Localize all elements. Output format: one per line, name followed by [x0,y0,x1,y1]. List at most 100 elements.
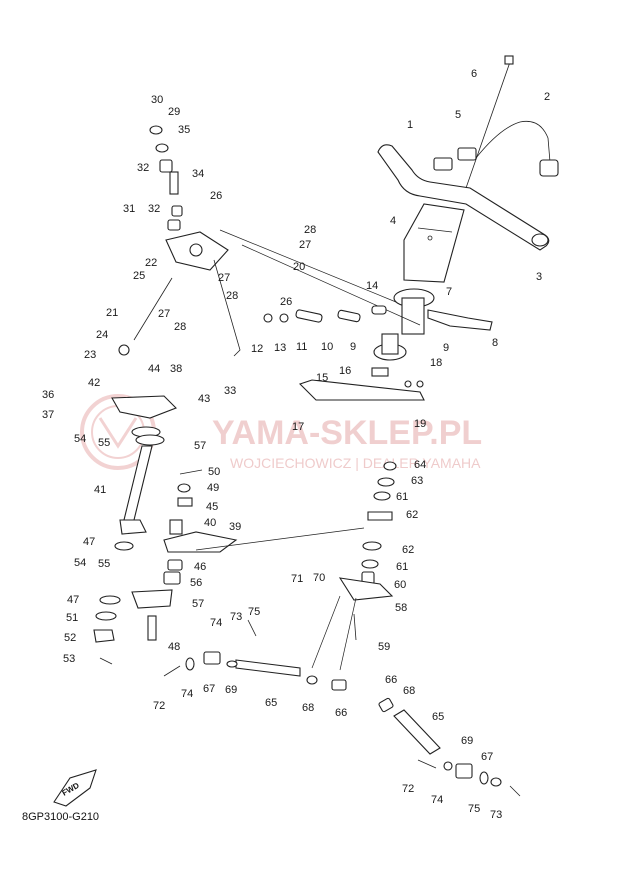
callout: 55 [98,558,110,570]
callout: 38 [170,363,182,375]
tie-rods [163,619,521,797]
callout: 60 [394,579,406,591]
callout: 20 [293,261,305,273]
callout: 14 [366,280,378,292]
callout: 7 [446,286,452,298]
callout: 50 [208,466,220,478]
callout: 59 [378,641,390,653]
callout: 64 [414,459,426,471]
handlebar-assembly [373,55,559,361]
callout: 47 [83,536,95,548]
callout: 27 [158,308,170,320]
callout: 62 [406,509,418,521]
callout: 15 [316,372,328,384]
fwd-arrow-icon: FWD [53,769,97,807]
callout: 69 [225,684,237,696]
callout: 1 [407,119,413,131]
callout: 73 [230,611,242,623]
callout: 18 [430,357,442,369]
callout: 41 [94,484,106,496]
callout: 46 [194,561,206,573]
callout: 54 [74,433,86,445]
callout: 26 [280,296,292,308]
callout: 6 [471,68,477,80]
callout: 5 [455,109,461,121]
callout: 28 [226,290,238,302]
callout: 33 [224,385,236,397]
callout: 57 [192,598,204,610]
diagram-code: 8GP3100-G210 [22,811,99,823]
callout: 28 [174,321,186,333]
callout: 73 [490,809,502,821]
callout: 54 [74,557,86,569]
callout: 72 [153,700,165,712]
callout: 36 [42,389,54,401]
callout: 72 [402,783,414,795]
callout: 32 [148,203,160,215]
callout: 61 [396,561,408,573]
callout: 71 [291,573,303,585]
callout: 74 [431,794,443,806]
callout: 10 [321,341,333,353]
callout: 11 [296,341,307,353]
callout: 56 [190,577,202,589]
callout: 53 [63,653,75,665]
callout: 27 [218,272,230,284]
callout: 75 [248,606,260,618]
callout: 2 [544,91,550,103]
callout: 16 [339,365,351,377]
watermark: YAMA-SKLEP.PL WOJCIECHOWICZ | DEALER YAM… [80,394,482,471]
callout: 13 [274,342,286,354]
callout: 49 [207,482,219,494]
callout: 17 [292,421,304,433]
callout: 66 [385,674,397,686]
callout: 40 [204,517,216,529]
callout: 75 [468,803,480,815]
callout: 23 [84,349,96,361]
callout: 68 [403,685,415,697]
callout: 31 [123,203,135,215]
callout: 3 [536,271,542,283]
callout: 48 [168,641,180,653]
callout: 27 [299,239,311,251]
callout: 32 [137,162,149,174]
callout: 55 [98,437,110,449]
callout: 9 [350,341,356,353]
callout: 42 [88,377,100,389]
callout: 52 [64,632,76,644]
callout: 69 [461,735,473,747]
callout: 68 [302,702,314,714]
callout: 8 [492,337,498,349]
callout: 30 [151,94,163,106]
callout: 45 [206,501,218,513]
callout: 51 [66,612,78,624]
callout: 65 [432,711,444,723]
callout: 19 [414,418,426,430]
callout: 74 [181,688,193,700]
callout: 47 [67,594,79,606]
callout: 43 [198,393,210,405]
callout-labels: 1 2 3 4 5 6 7 8 9 9 10 11 12 13 14 15 16… [42,68,550,821]
callout: 25 [133,270,145,282]
callout: 4 [390,215,396,227]
callout: 44 [148,363,160,375]
watermark-main-text: YAMA-SKLEP.PL [212,414,482,452]
callout: 58 [395,602,407,614]
callout: 12 [251,343,263,355]
callout: 67 [481,751,493,763]
callout: 65 [265,697,277,709]
callout: 29 [168,106,180,118]
callout: 74 [210,617,222,629]
callout: 28 [304,224,316,236]
callout: 70 [313,572,325,584]
callout: 61 [396,491,408,503]
callout: 62 [402,544,414,556]
steering-column-left [93,125,183,665]
callout: 57 [194,440,206,452]
callout: 63 [411,475,423,487]
callout: 24 [96,329,108,341]
callout: 26 [210,190,222,202]
steering-assembly-middle [163,461,397,671]
callout: 35 [178,124,190,136]
